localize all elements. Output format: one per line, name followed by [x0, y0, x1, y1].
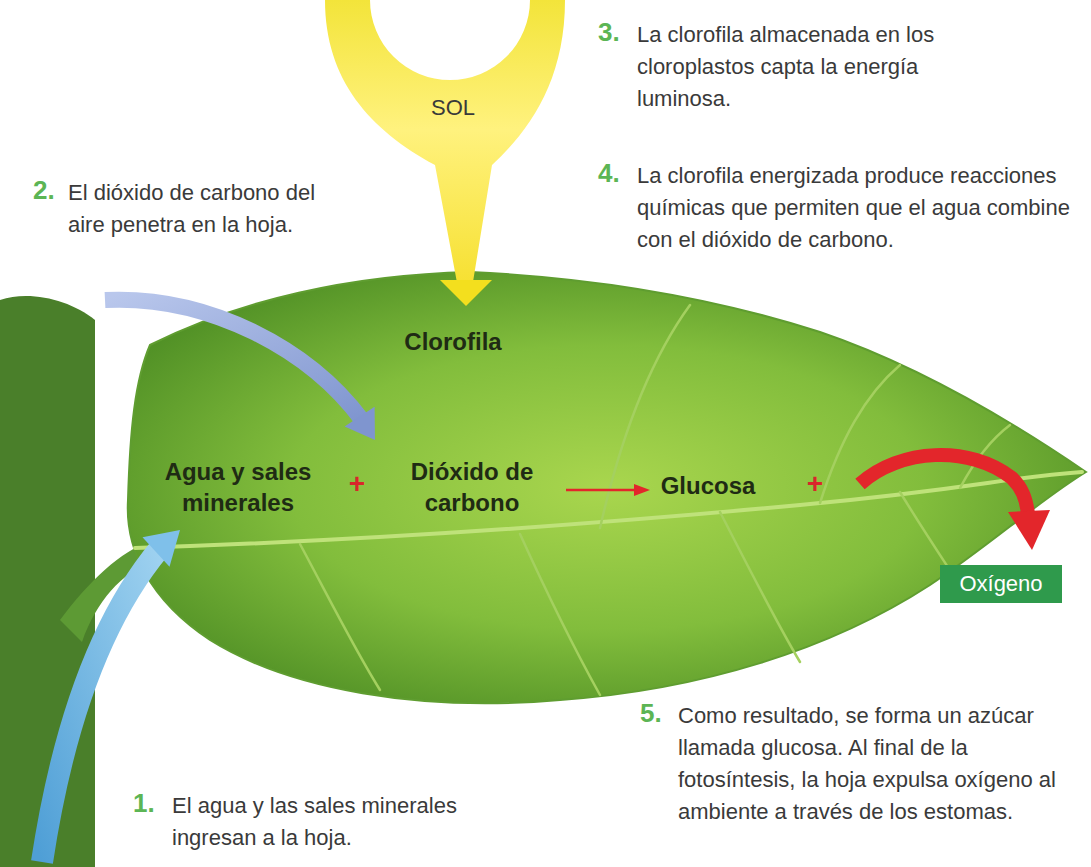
- oxygen-arrowhead: [1008, 510, 1050, 550]
- leaf-vein: [720, 512, 800, 662]
- oxygen-arrow: [860, 455, 1028, 514]
- callout-number: 3.: [598, 16, 620, 48]
- leaf-label: Clorofila: [368, 326, 538, 357]
- node-text: Oxígeno: [959, 571, 1042, 597]
- water-arrowhead: [143, 530, 181, 567]
- callout-number: 4.: [598, 157, 620, 189]
- reaction-arrowhead: [634, 484, 650, 496]
- leaf-label: Glucosa: [643, 470, 773, 501]
- step-text: Como resultado, se forma un azúcar llama…: [678, 700, 1078, 828]
- leaf-label: Agua y sales minerales: [143, 456, 333, 518]
- leaf-vein: [300, 544, 380, 690]
- step-text: El dióxido de carbono del aire penetra e…: [68, 177, 343, 241]
- sun-shape: SOL: [423, 91, 484, 125]
- step-text: La clorofila energizada produce reaccion…: [637, 160, 1082, 256]
- node-text: SOL: [431, 95, 475, 121]
- sun-arrowhead: [440, 280, 492, 306]
- co2-arrow: [105, 300, 362, 420]
- leaf-vein: [520, 534, 600, 695]
- callout-number: 5.: [640, 697, 662, 729]
- plus-sign: +: [800, 468, 830, 499]
- water-arrow: [42, 548, 160, 862]
- reaction-arrow: [566, 489, 636, 492]
- step-text: El agua y las sales minerales ingresan a…: [172, 790, 532, 854]
- callout-number: 1.: [133, 787, 155, 819]
- co2-arrowhead: [345, 407, 375, 440]
- output-box: Oxígeno: [940, 565, 1062, 603]
- callout-number: 2.: [33, 174, 55, 206]
- sun-beam: [325, 0, 565, 288]
- leaf-veins: [135, 305, 1082, 695]
- leaf-label: Dióxido de carbono: [385, 456, 560, 518]
- plus-sign: +: [342, 468, 372, 499]
- step-text: La clorofila almacenada en los cloroplas…: [637, 19, 967, 115]
